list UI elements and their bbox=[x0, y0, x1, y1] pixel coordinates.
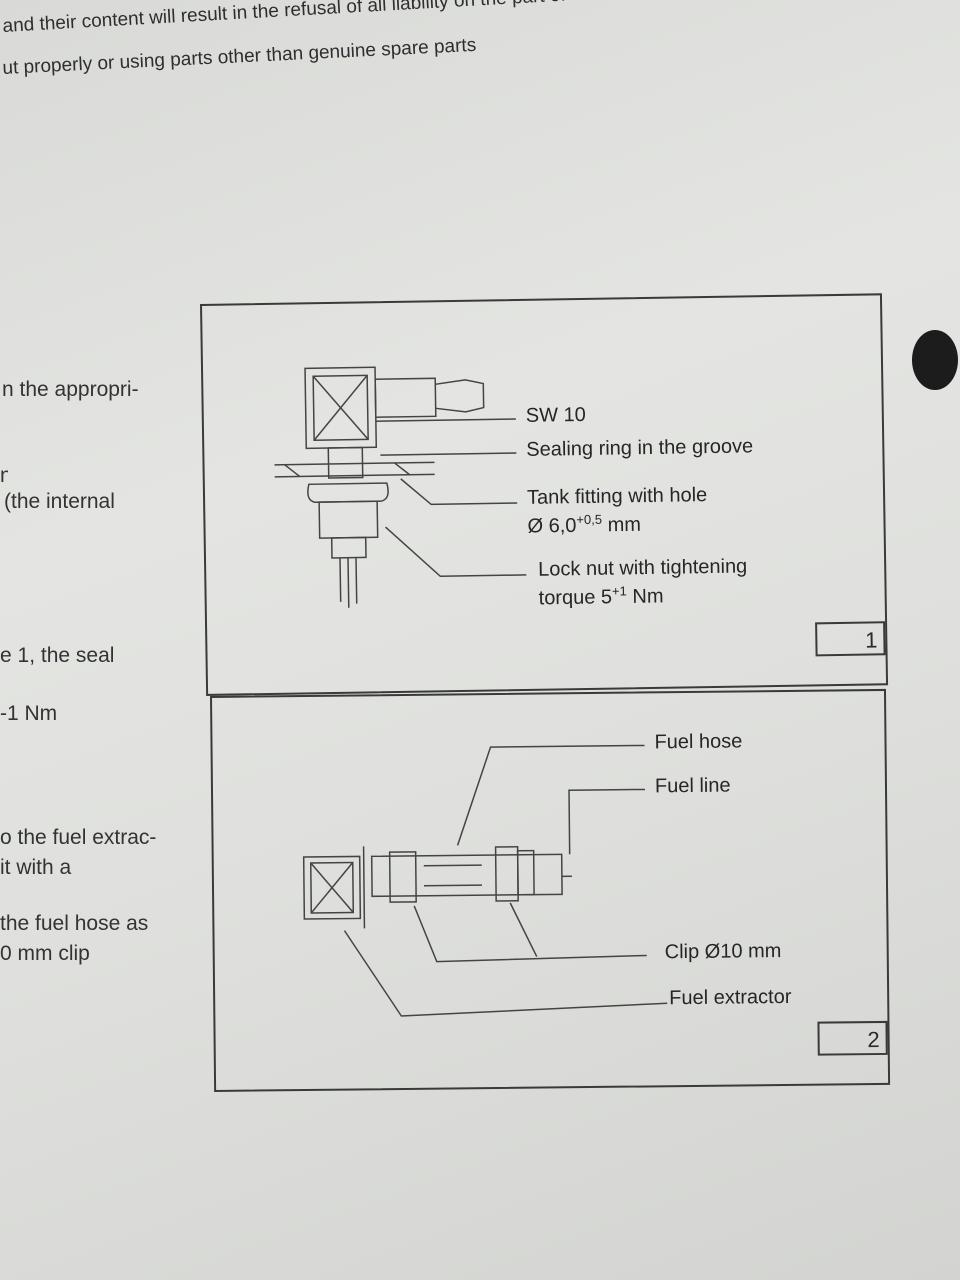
header-line-2: ut properly or using parts other than ge… bbox=[2, 34, 477, 79]
margin-text: -1 Nm bbox=[0, 702, 58, 725]
margin-text: the fuel hose as bbox=[0, 912, 149, 935]
margin-text: o the fuel extrac- bbox=[0, 826, 157, 849]
margin-text: e 1, the seal bbox=[0, 644, 115, 667]
binder-hole bbox=[912, 330, 958, 390]
label-fuel-line: Fuel line bbox=[654, 774, 731, 798]
margin-text: n bbox=[0, 464, 8, 487]
fuel-extractor-drawing bbox=[302, 744, 668, 1017]
label-torque: torque 5+1 Nm bbox=[538, 583, 664, 610]
margin-text: 0 mm clip bbox=[0, 942, 90, 965]
margin-text: (the internal bbox=[4, 490, 115, 513]
tank-fitting-drawing bbox=[274, 366, 527, 608]
label-fuel-extractor: Fuel extractor bbox=[669, 985, 792, 1010]
label-tank-fitting: Tank fitting with hole bbox=[526, 484, 708, 509]
figure-number: 1 bbox=[815, 621, 886, 657]
margin-text: it with a bbox=[0, 856, 72, 879]
label-sealing-ring: Sealing ring in the groove bbox=[526, 435, 754, 461]
label-lock-nut: Lock nut with tightening bbox=[538, 555, 748, 581]
header-line-1: and their content will result in the ref… bbox=[2, 0, 652, 37]
label-clip: Clip Ø10 mm bbox=[664, 940, 782, 964]
page-header: and their content will result in the ref… bbox=[0, 0, 960, 90]
label-sw10: SW 10 bbox=[525, 403, 586, 427]
margin-text: n the appropri- bbox=[2, 378, 139, 401]
figure-number: 2 bbox=[817, 1020, 888, 1056]
label-tank-hole-diameter: Ø 6,0+0,5 mm bbox=[527, 511, 642, 538]
figure-1-tank-fitting: SW 10 Sealing ring in the groove Tank fi… bbox=[200, 293, 889, 696]
label-fuel-hose: Fuel hose bbox=[654, 730, 743, 754]
figure-2-fuel-extractor: Fuel hose Fuel line Clip Ø10 mm Fuel ext… bbox=[210, 688, 891, 1092]
